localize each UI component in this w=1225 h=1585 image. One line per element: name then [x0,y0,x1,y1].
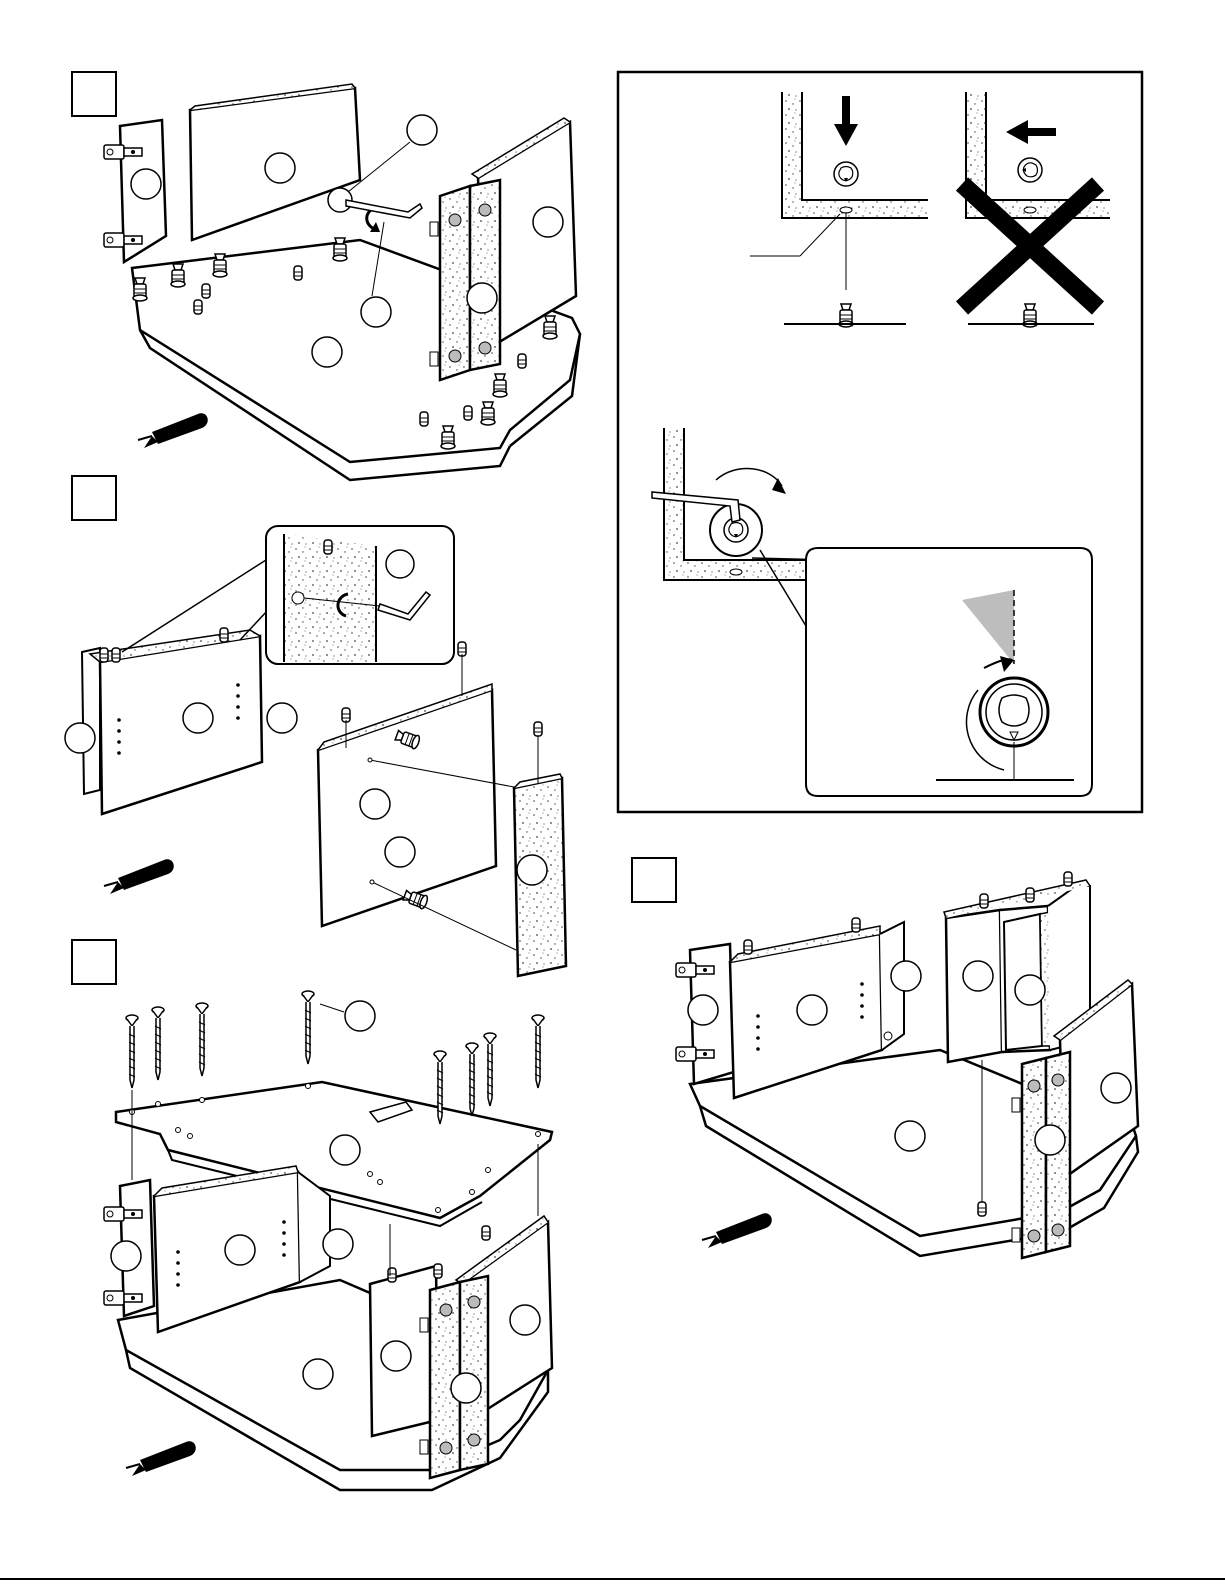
step-2-illustration [65,476,566,976]
page-bottom-rule [0,1578,1225,1580]
step-3-illustration [72,940,552,1490]
step-1-illustration [72,72,580,480]
step-2-number-box [72,476,116,520]
step-3-number-box [72,940,116,984]
step-4-illustration [632,858,1138,1258]
step-1-number-box [72,72,116,116]
cam-lock-detail-panel [618,72,1142,812]
step-4-number-box [632,858,676,902]
